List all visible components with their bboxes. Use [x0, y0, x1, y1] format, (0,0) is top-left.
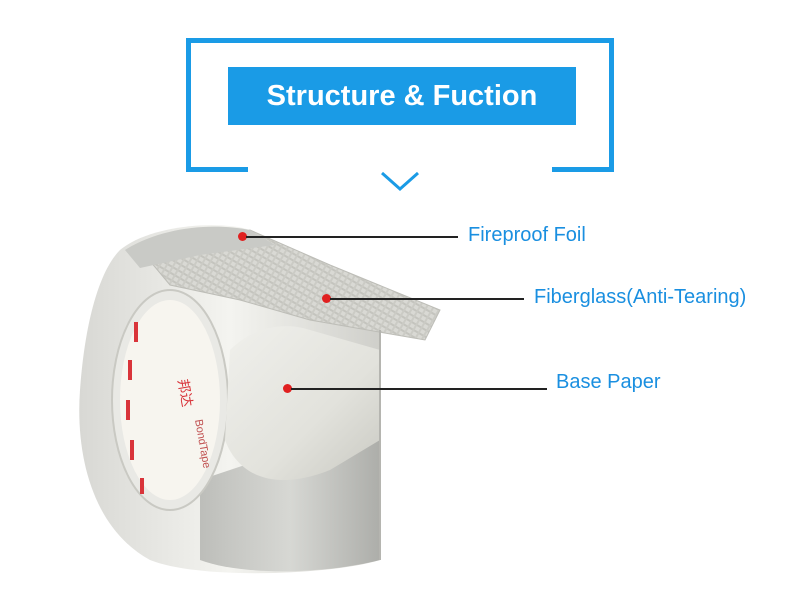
foil-top — [125, 226, 275, 268]
title-frame-right-foot — [552, 167, 614, 172]
base-paper-leader-line — [291, 388, 547, 390]
title-frame-left-foot — [186, 167, 248, 172]
label-fireproof-foil: Fireproof Foil — [468, 224, 586, 246]
fiberglass-leader-line — [330, 298, 524, 300]
base-paper-face — [225, 326, 380, 480]
label-base-paper: Base Paper — [556, 371, 661, 393]
core-red-marks — [126, 322, 144, 494]
title-frame — [186, 38, 614, 172]
fiberglass-marker-dot — [322, 294, 331, 303]
label-fiberglass: Fiberglass(Anti-Tearing) — [534, 286, 747, 308]
chevron-down-icon — [381, 171, 419, 192]
foil-leader-line — [246, 236, 458, 238]
page-title: Structure & Fuction — [228, 67, 576, 125]
foil-marker-dot — [238, 232, 247, 241]
tape-core — [120, 300, 220, 500]
core-brand-cn: 邦达 — [174, 378, 195, 408]
base-paper-marker-dot — [283, 384, 292, 393]
fiberglass-strip — [144, 229, 441, 341]
